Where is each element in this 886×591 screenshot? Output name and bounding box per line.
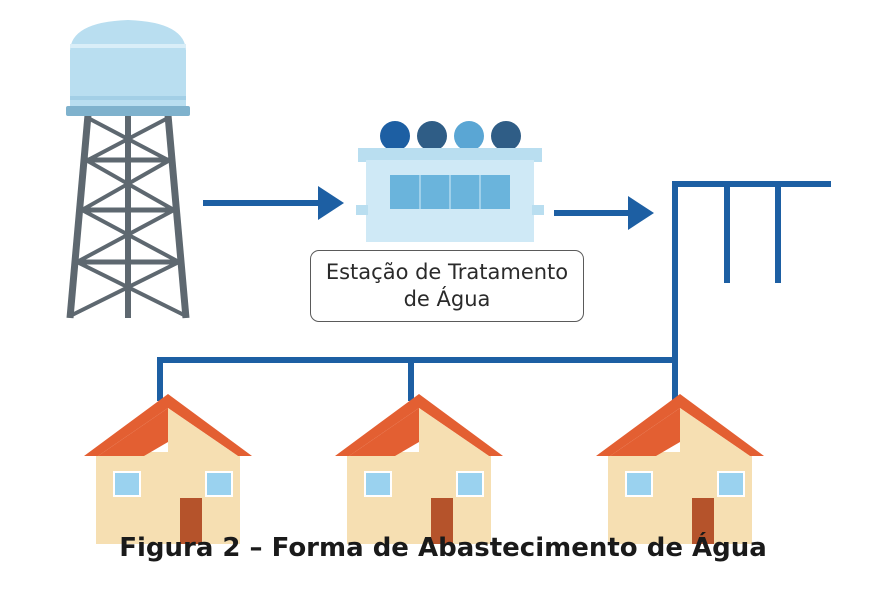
water-tower-icon: [66, 20, 190, 319]
arrow-to-network: [554, 196, 654, 230]
station-label: Estação de Tratamento de Água: [310, 250, 584, 322]
house-icon: [84, 394, 252, 544]
house-icon: [596, 394, 764, 544]
arrow-to-station: [203, 186, 344, 220]
treatment-station-icon: [356, 121, 544, 242]
house-icon: [335, 394, 503, 544]
pipe-network: [157, 181, 831, 401]
figure-caption: Figura 2 – Forma de Abastecimento de Águ…: [119, 533, 767, 563]
station-label-line2: de Água: [403, 287, 491, 311]
station-label-line1: Estação de Tratamento: [325, 260, 569, 284]
